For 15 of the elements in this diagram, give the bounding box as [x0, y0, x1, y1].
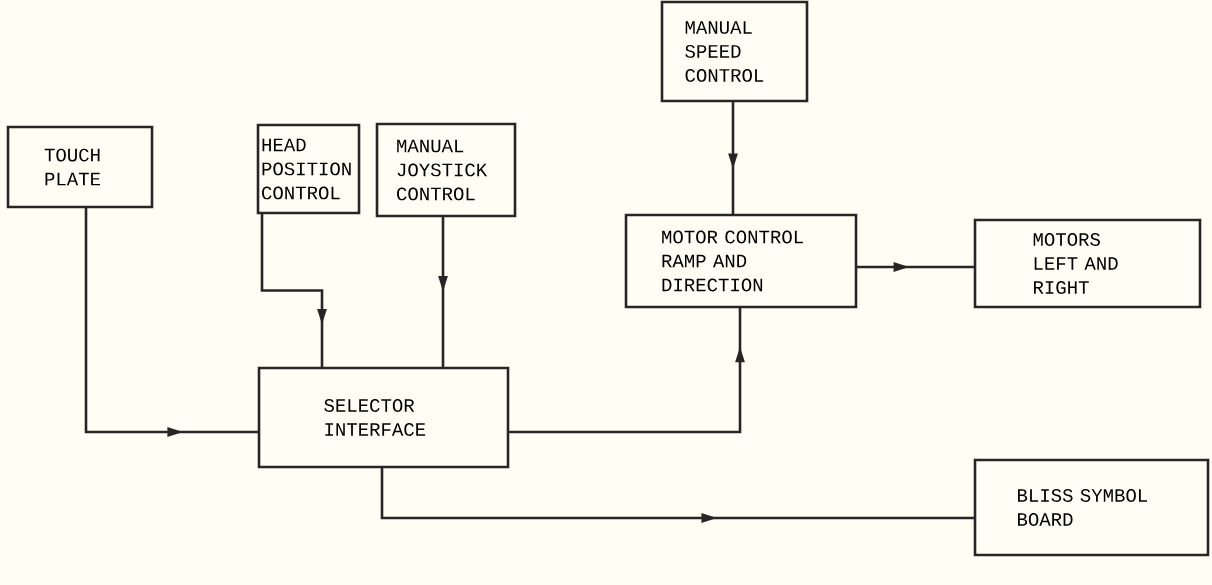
block-box: HEAD POSITION CONTROL — [256, 123, 361, 215]
arrow — [728, 101, 738, 215]
arrow — [508, 307, 745, 434]
arrow — [380, 467, 975, 523]
block-box: TOUCH PLATE — [6, 125, 154, 209]
block-box: MANUAL JOYSTICK CONTROL — [375, 122, 517, 218]
block-box: MANUAL SPEED CONTROL — [660, 0, 809, 103]
arrow — [856, 262, 975, 272]
block-box: SELECTOR INTERFACE — [257, 366, 510, 469]
block-box: MOTORS LEFT AND RIGHT — [973, 218, 1202, 309]
block-box: BLISS SYMBOL BOARD — [973, 458, 1210, 557]
block-box: MOTOR CONTROL RAMP AND DIRECTION — [624, 213, 858, 309]
arrow — [84, 207, 259, 437]
arrow — [438, 216, 448, 368]
arrow — [260, 213, 327, 368]
